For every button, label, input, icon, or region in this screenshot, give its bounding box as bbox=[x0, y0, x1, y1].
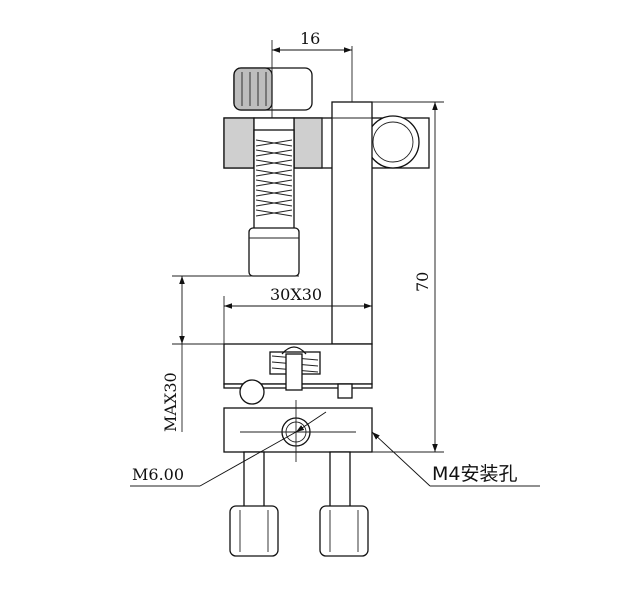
leader-m4: M4安装孔 bbox=[371, 431, 540, 487]
leader-m6-label: M6.00 bbox=[132, 465, 184, 484]
compression-spring bbox=[253, 129, 295, 231]
screw-shank bbox=[248, 227, 300, 277]
top-knob bbox=[233, 40, 313, 118]
dimension-16: 16 bbox=[272, 29, 352, 53]
dimension-max30-label: MAX30 bbox=[161, 372, 180, 432]
dimension-16-label: 16 bbox=[300, 29, 320, 48]
vertical-post bbox=[331, 46, 373, 345]
jaw-body bbox=[223, 343, 373, 405]
dimension-30x30: 30X30 bbox=[223, 285, 372, 344]
leader-m6: M6.00 bbox=[130, 411, 327, 487]
leader-m4-label: M4安装孔 bbox=[432, 463, 517, 485]
dimension-max30: MAX30 bbox=[161, 275, 299, 432]
clamp-ring bbox=[366, 115, 420, 169]
dimension-70-label: 70 bbox=[413, 272, 432, 292]
dimension-70: 70 bbox=[372, 101, 444, 453]
bottom-screws bbox=[229, 451, 369, 557]
dimension-30x30-label: 30X30 bbox=[270, 285, 322, 304]
